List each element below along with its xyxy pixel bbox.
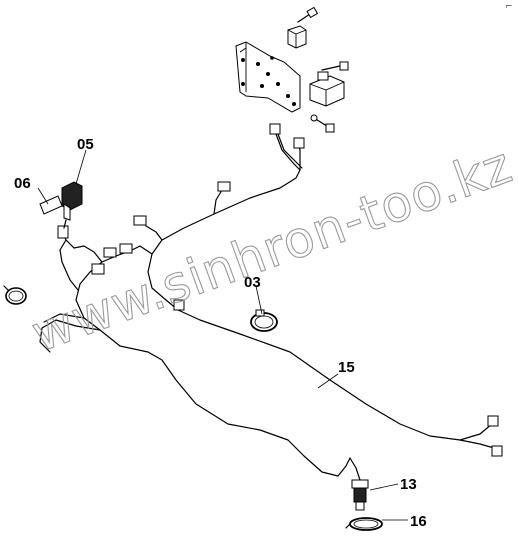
clamp-part-03 bbox=[250, 309, 278, 332]
callout-15: 15 bbox=[338, 359, 355, 376]
connector bbox=[103, 247, 117, 258]
connector bbox=[491, 445, 503, 457]
callout-05: 05 bbox=[77, 136, 94, 153]
harness-wires bbox=[39, 133, 495, 481]
callout-06: 06 bbox=[14, 175, 31, 192]
sensor-part-13 bbox=[351, 479, 369, 511]
callout-13: 13 bbox=[400, 476, 417, 493]
connector bbox=[91, 263, 105, 275]
connector bbox=[57, 225, 69, 239]
connector bbox=[133, 215, 147, 226]
callout-03: 03 bbox=[244, 274, 261, 291]
connector bbox=[269, 123, 281, 135]
switch-part bbox=[61, 181, 83, 229]
connector bbox=[487, 415, 499, 427]
connectors bbox=[57, 123, 503, 457]
connector bbox=[119, 243, 133, 254]
bracket-assembly bbox=[235, 6, 349, 133]
connector bbox=[173, 299, 185, 311]
leader-lines bbox=[37, 149, 408, 521]
corner-mark: ⌐ bbox=[505, 2, 513, 12]
clamp-part-16 bbox=[345, 517, 383, 531]
clamp-left bbox=[3, 285, 27, 305]
connector bbox=[293, 137, 305, 149]
connector bbox=[217, 181, 231, 192]
label-plate-part bbox=[39, 195, 63, 215]
callout-16: 16 bbox=[410, 513, 427, 530]
